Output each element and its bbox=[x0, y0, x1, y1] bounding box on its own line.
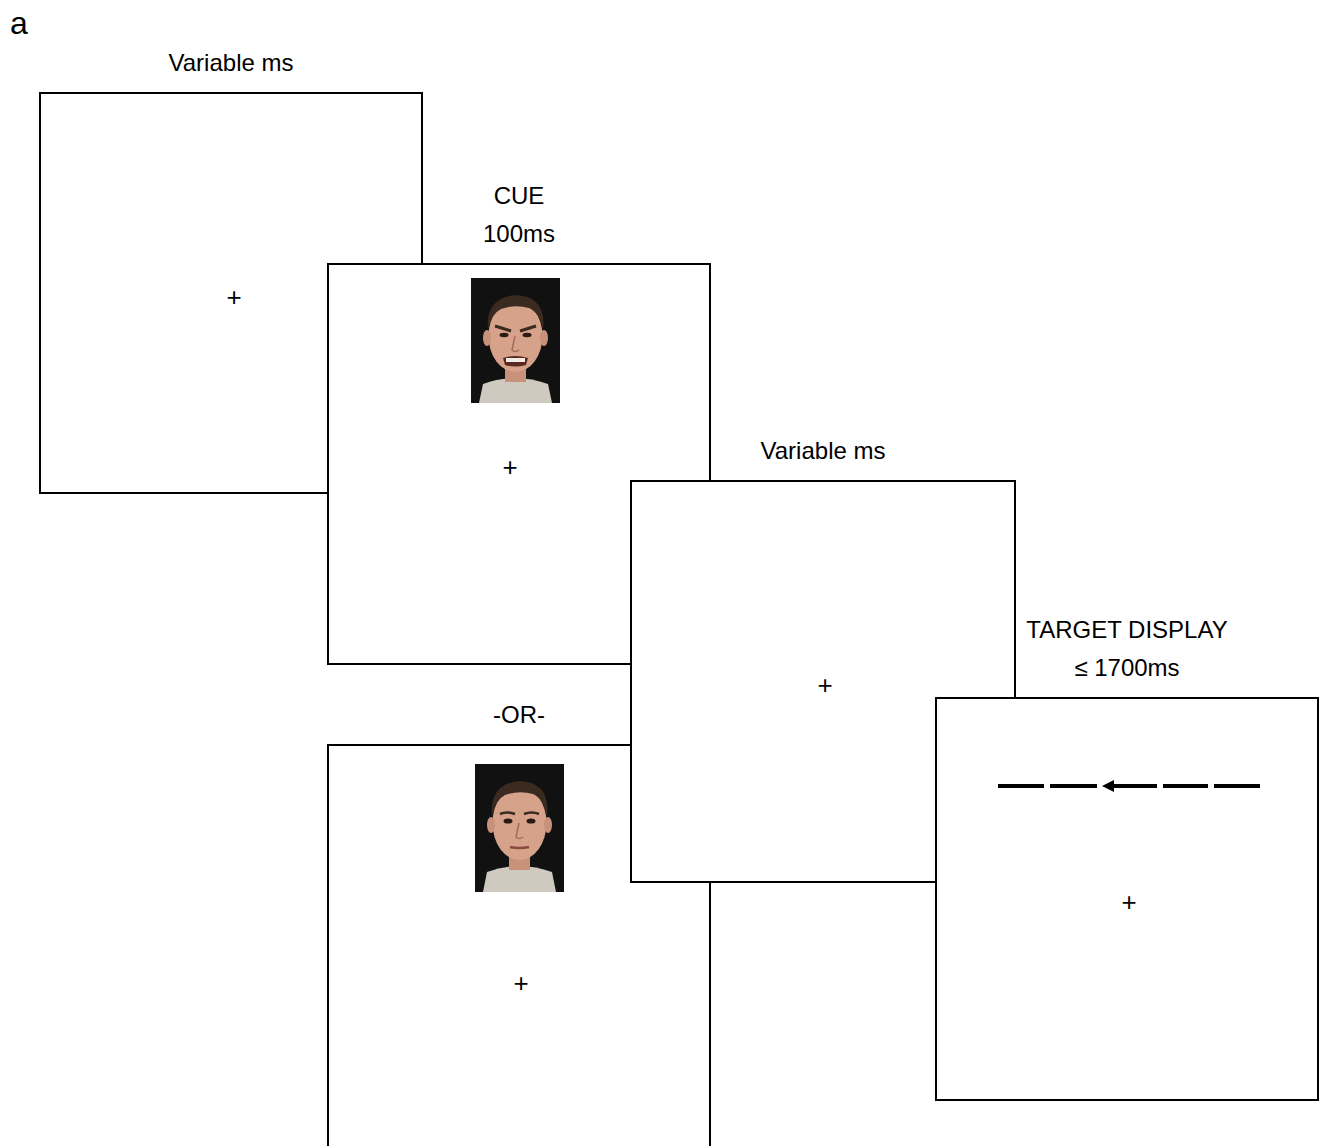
fixation-cross: + bbox=[513, 970, 528, 996]
screen-heading: CUE 100ms bbox=[474, 177, 564, 253]
fixation-cross: + bbox=[502, 454, 517, 480]
screen-heading: Variable ms bbox=[761, 432, 886, 470]
screen-heading: TARGET DISPLAY ≤ 1700ms bbox=[1020, 611, 1235, 687]
neutral-face-photo bbox=[475, 764, 564, 892]
screen-heading: Variable ms bbox=[169, 44, 294, 82]
fixation-cross: + bbox=[817, 672, 832, 698]
panel-letter: a bbox=[10, 6, 28, 40]
flanker-arrows bbox=[998, 779, 1260, 793]
fixation-cross: + bbox=[1121, 889, 1136, 915]
fixation-cross: + bbox=[226, 284, 241, 310]
screen-heading: -OR- bbox=[493, 696, 545, 734]
angry-face-photo bbox=[471, 278, 560, 403]
trial-screen: TARGET DISPLAY ≤ 1700ms+ bbox=[935, 697, 1319, 1101]
